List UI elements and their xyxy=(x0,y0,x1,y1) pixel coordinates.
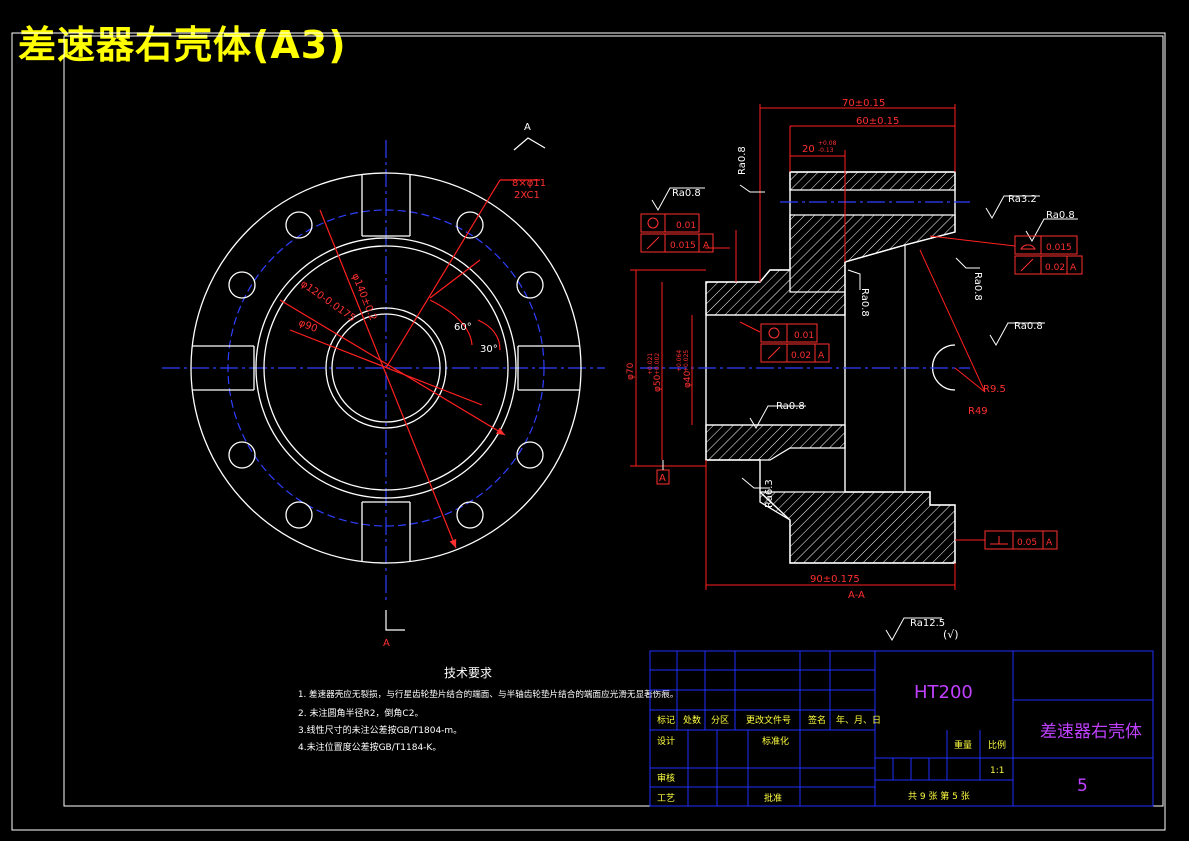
ra-general: Ra12.5 xyxy=(910,618,945,629)
dim-phi40: φ40 xyxy=(683,370,693,388)
tol-bottom: 0.05 xyxy=(1017,538,1037,548)
label-process: 工艺 xyxy=(657,793,675,804)
ra08-d: Ra0.8 xyxy=(972,272,983,301)
dim-phi50-tol-lower: +0.002 xyxy=(654,353,661,375)
part-name: 差速器右壳体 xyxy=(1040,722,1142,742)
title-block xyxy=(649,650,1154,807)
datum-a: A xyxy=(659,473,666,484)
ra-general-paren: (√) xyxy=(943,628,959,641)
notes-heading: 技术要求 xyxy=(444,666,492,680)
label-review: 审核 xyxy=(657,772,675,784)
angle-30: 30° xyxy=(480,344,498,355)
tol-bottom-ref: A xyxy=(1046,538,1053,548)
note-line-4: 4.未注位置度公差按GB/T1184-K。 xyxy=(298,741,441,753)
dim-bore: φ120-0.0175 xyxy=(298,278,357,324)
tol-left-2-ref: A xyxy=(703,241,710,251)
holes-callout-sub: 2XC1 xyxy=(514,190,540,201)
label-design: 设计 xyxy=(657,735,675,747)
front-view: φ140±0.2 φ120-0.0175 φ90 8×φ11 2XC1 60° … xyxy=(162,122,605,649)
section-label-bottom: A xyxy=(383,638,390,649)
label-ratio: 比例 xyxy=(988,739,1006,751)
r95: R9.5 xyxy=(983,384,1006,395)
dim-phi70: φ70 xyxy=(626,362,636,380)
note-line-1: 1. 差速器壳应无裂损，与行星齿轮垫片结合的端面、与半轴齿轮垫片结合的端面应光滑… xyxy=(298,688,678,700)
technical-notes: 技术要求 1. 差速器壳应无裂损，与行星齿轮垫片结合的端面、与半轴齿轮垫片结合的… xyxy=(298,666,678,753)
tol-mid-2-ref: A xyxy=(818,351,825,361)
inner-frame xyxy=(63,35,1164,807)
dim-phi50-tol-upper: +0.021 xyxy=(647,353,654,375)
outer-frame xyxy=(11,32,1166,831)
dim-inner: φ90 xyxy=(297,318,319,335)
label-sign: 签名 xyxy=(808,714,826,726)
drawing-title: 差速器右壳体(A3) xyxy=(18,23,347,67)
dim-20-tol-upper: +0.08 xyxy=(818,140,837,147)
scale: 1:1 xyxy=(990,766,1004,776)
tol-left-1: 0.01 xyxy=(676,221,696,231)
dim-70: 70±0.15 xyxy=(842,98,885,109)
label-count: 处数 xyxy=(683,714,701,726)
label-weight: 重量 xyxy=(954,739,972,751)
tol-left-2: 0.015 xyxy=(670,241,696,251)
note-line-2: 2. 未注圆角半径R2，倒角C2。 xyxy=(298,707,423,719)
ra08-g: Ra0.8 xyxy=(776,401,805,412)
dim-20-tol-lower: -0.13 xyxy=(818,147,834,154)
tol-mid-1: 0.01 xyxy=(794,331,814,341)
ra63: Ra6.3 xyxy=(764,479,775,508)
ra08-c: Ra0.8 xyxy=(1046,210,1075,221)
dim-20: 20 xyxy=(802,144,815,155)
label-mark: 标记 xyxy=(657,714,675,726)
section-label-top: A xyxy=(524,122,531,133)
tol-right-1: 0.015 xyxy=(1046,243,1072,253)
tol-right-2-ref: A xyxy=(1070,263,1077,273)
label-zone: 分区 xyxy=(711,715,729,726)
sheet-info: 共 9 张 第 5 张 xyxy=(908,790,970,802)
material: HT200 xyxy=(914,682,973,703)
dim-90: 90±0.175 xyxy=(810,574,860,585)
tol-mid-2: 0.02 xyxy=(791,351,811,361)
ra08-b: Ra0.8 xyxy=(737,146,748,175)
label-approve: 批准 xyxy=(764,792,782,804)
ra08-a: Ra0.8 xyxy=(672,188,701,199)
title-block-text: HT200 差速器右壳体 5 1:1 共 9 张 第 5 张 标记 处数 分区 … xyxy=(657,682,1142,804)
angle-60: 60° xyxy=(454,322,472,333)
dim-phi40-tol-lower: +0.025 xyxy=(683,350,690,372)
drawing-number: 5 xyxy=(1077,776,1088,796)
dim-phi40-tol-upper: +0.064 xyxy=(676,350,683,372)
r49: R49 xyxy=(968,406,988,417)
holes-callout: 8×φ11 xyxy=(512,178,546,189)
label-date: 年、月、日 xyxy=(836,714,881,726)
dim-phi50: φ50 xyxy=(653,374,663,392)
tol-right-2: 0.02 xyxy=(1045,263,1065,273)
ra08-e: Ra0.8 xyxy=(859,288,870,317)
note-line-3: 3.线性尺寸的未注公差按GB/T1804-m。 xyxy=(298,724,462,736)
label-doc: 更改文件号 xyxy=(746,714,791,726)
bolt-holes xyxy=(228,211,544,529)
section-view-label: A-A xyxy=(848,590,865,601)
ra32: Ra3.2 xyxy=(1008,194,1037,205)
ra08-f: Ra0.8 xyxy=(1014,321,1043,332)
section-view: 70±0.15 60±0.15 20 +0.08 -0.13 90±0.175 … xyxy=(626,98,1083,642)
dim-60: 60±0.15 xyxy=(856,116,899,127)
label-standard: 标准化 xyxy=(762,735,789,747)
